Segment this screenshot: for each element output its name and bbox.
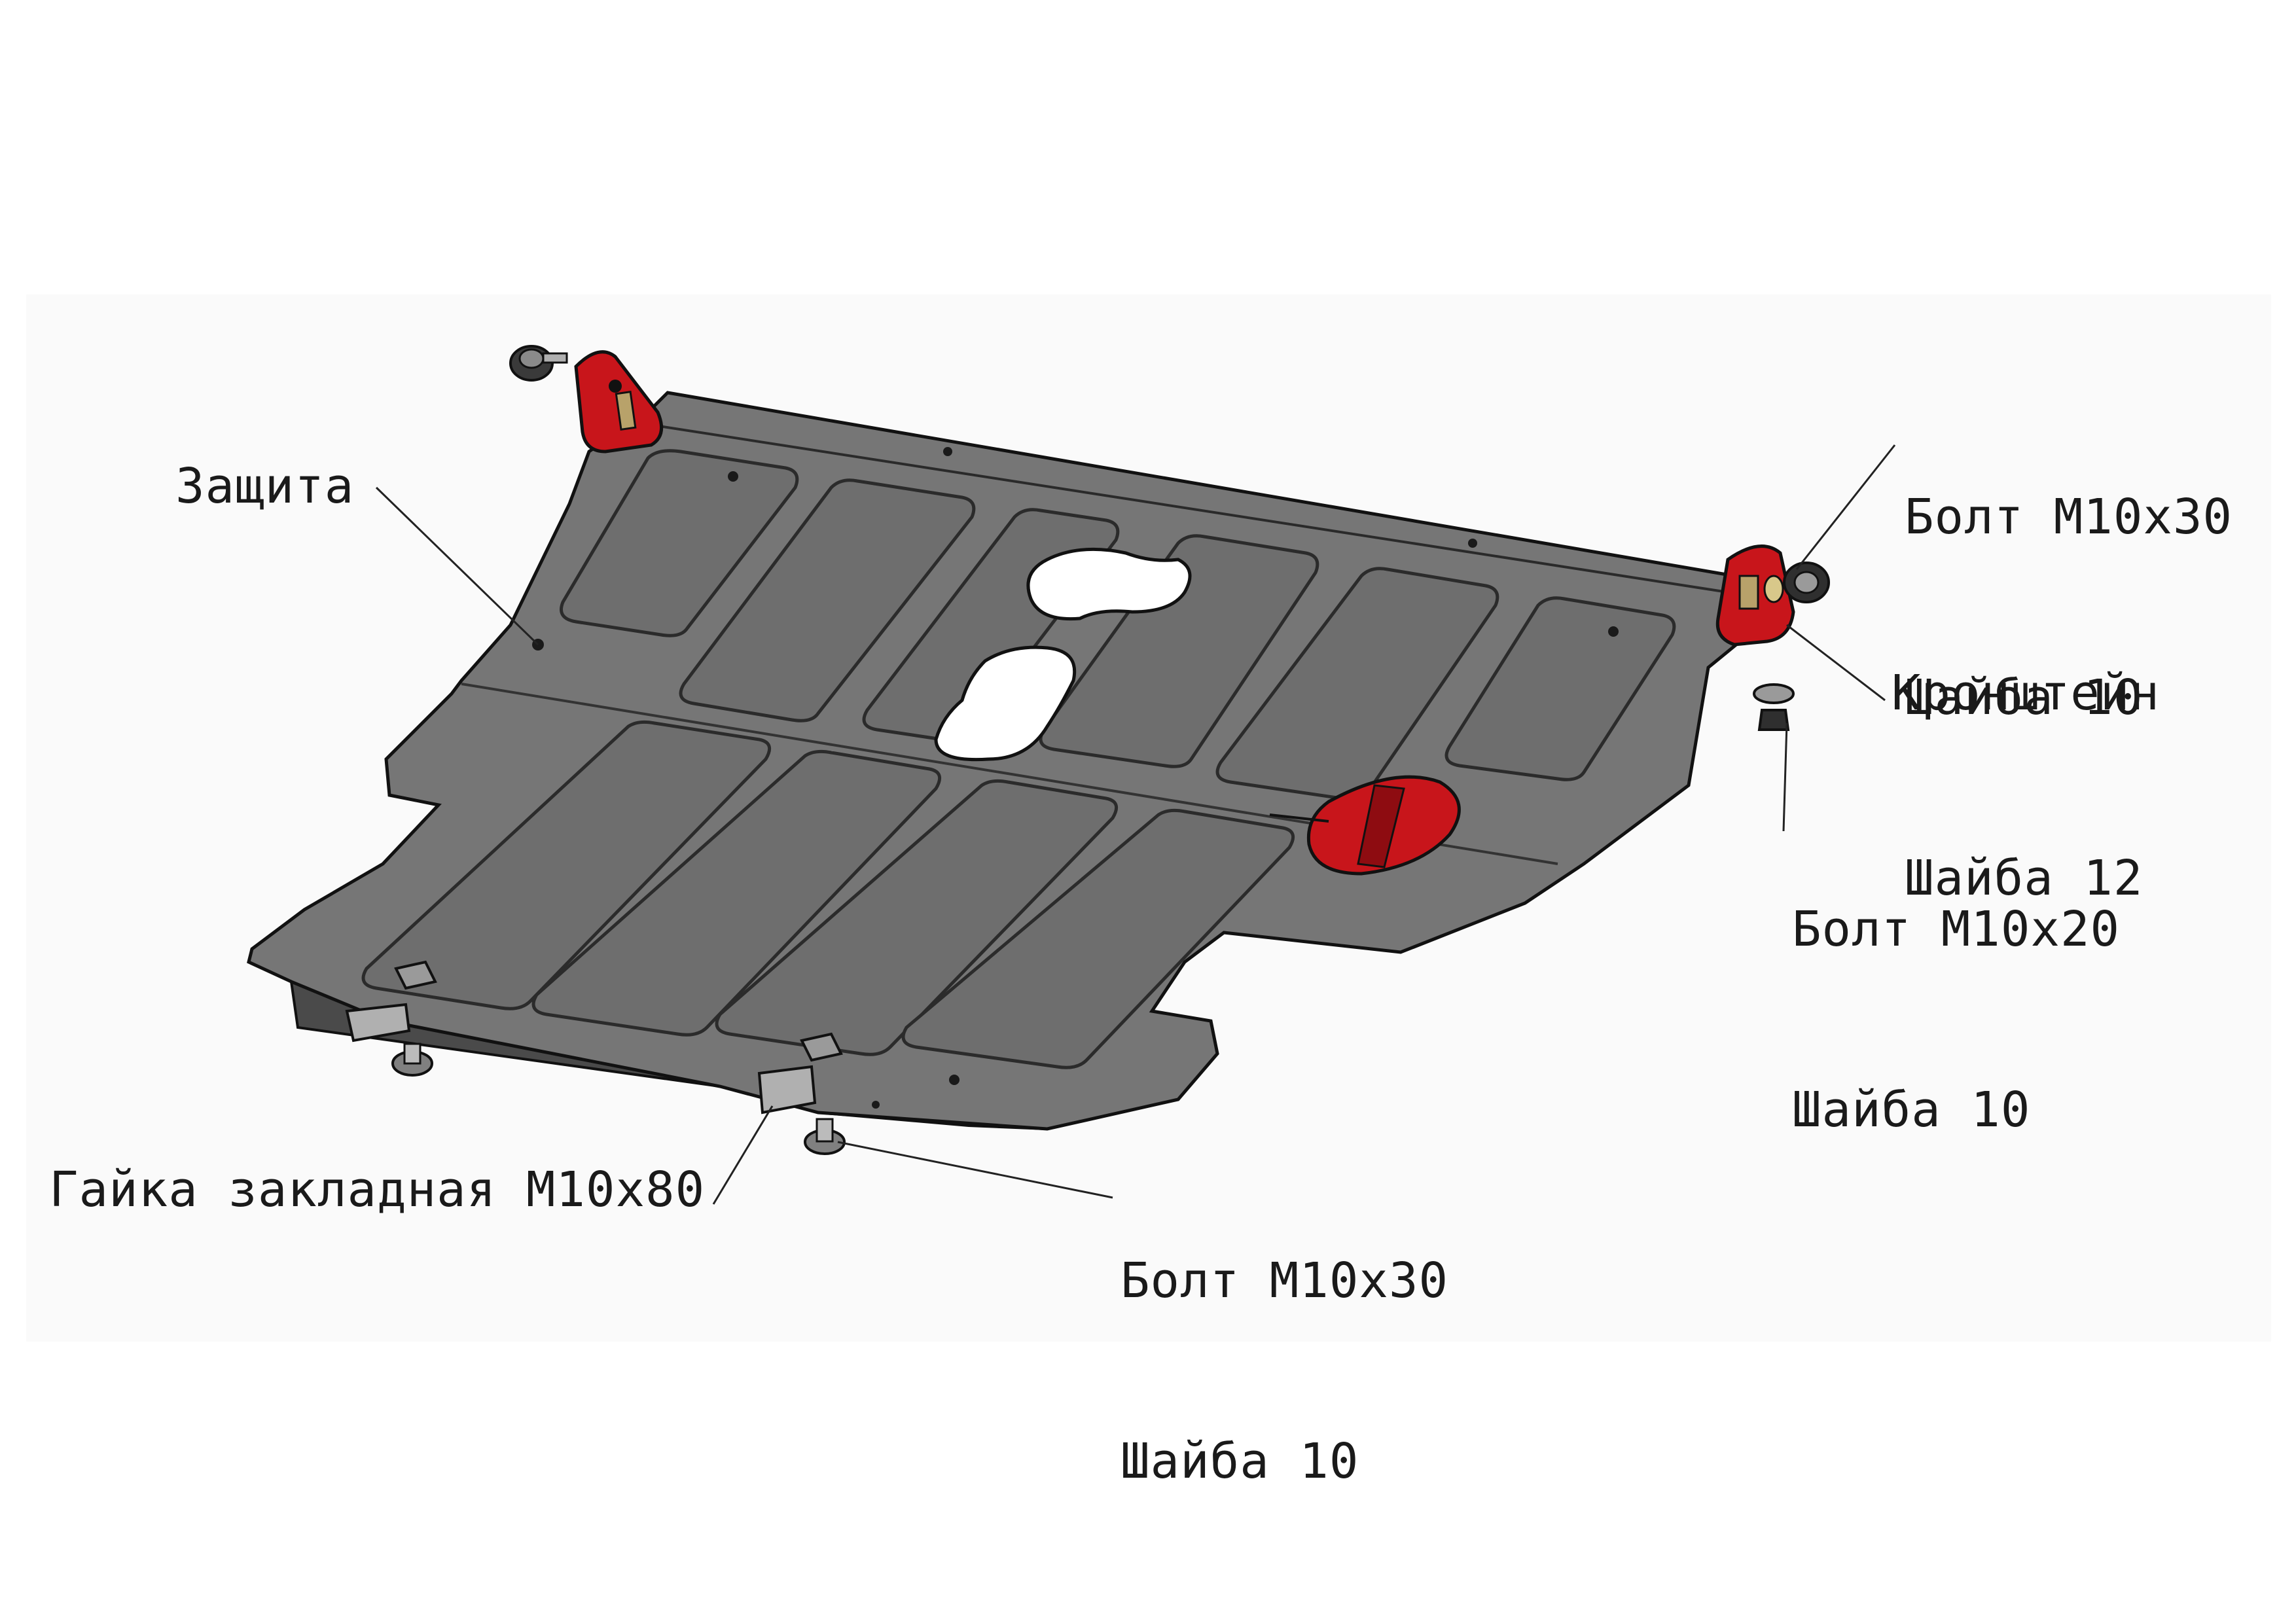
label-kronshtein: Кронштейн xyxy=(1892,665,2160,721)
label-bottom-fasteners: Болт М10x30 Шайба 10 xyxy=(1121,1130,1448,1552)
leader-lines xyxy=(375,444,1896,1205)
label-top-right-line-2: Шайба 10 xyxy=(1905,669,2144,726)
left-front-clip xyxy=(345,960,437,1077)
label-top-right-line-1: Болт М10x30 xyxy=(1905,489,2233,545)
label-gaika: Гайка закладная М10x80 xyxy=(49,1162,706,1218)
label-top-right-fasteners: Болт М10x30 Шайба 10 Шайба 12 xyxy=(1905,366,2233,969)
label-zashchita: Защита xyxy=(175,458,355,514)
lower-stiffeners xyxy=(361,720,1295,1069)
right-bracket xyxy=(1715,544,1795,647)
center-front-clip xyxy=(757,1032,846,1155)
left-bracket xyxy=(574,350,664,454)
side-bolt xyxy=(1753,683,1795,731)
label-mid-right-fasteners: Болт М10x20 Шайба 10 xyxy=(1792,779,2120,1200)
right-rear-bolt xyxy=(1763,562,1830,603)
label-bottom-line-1: Болт М10x30 xyxy=(1121,1253,1449,1309)
service-hatch xyxy=(1269,775,1461,876)
label-mid-right-line-2: Шайба 10 xyxy=(1792,1082,2031,1138)
plate-ridge xyxy=(654,424,1729,594)
plate-openings xyxy=(934,547,1192,762)
left-rear-bolt xyxy=(509,345,568,382)
label-bottom-line-2: Шайба 10 xyxy=(1121,1433,1359,1489)
label-mid-right-line-1: Болт М10x20 xyxy=(1792,901,2121,957)
label-top-right-line-3: Шайба 12 xyxy=(1905,850,2144,906)
